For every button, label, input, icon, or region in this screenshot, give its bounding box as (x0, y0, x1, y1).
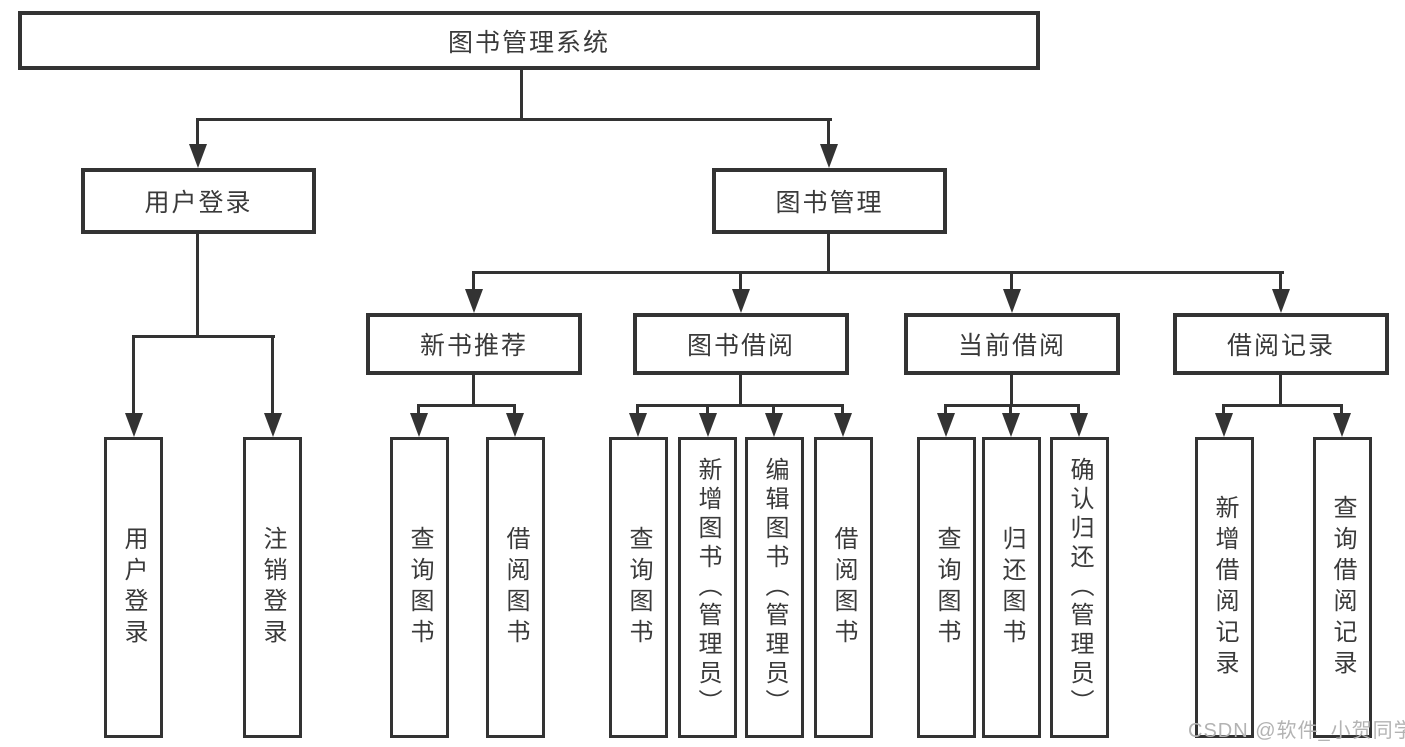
connector-line (271, 335, 274, 413)
arrow-down-icon (1215, 413, 1233, 437)
connector-line (132, 335, 275, 338)
leaf-query-borrow-record: 查询借阅记录 (1313, 437, 1372, 738)
connector-line (1279, 375, 1282, 407)
leaf-logout: 注销登录 (243, 437, 302, 738)
watermark: CSDN @软件_小贺同学 (1188, 720, 1405, 742)
connector-line (1077, 404, 1080, 413)
connector-line (513, 404, 516, 413)
connector-line (417, 404, 420, 413)
leaf-confirm-return-admin: 确认归还（管理员） (1050, 437, 1109, 738)
arrow-down-icon (410, 413, 428, 437)
leaf-query-books-borrow: 查询图书 (609, 437, 668, 738)
connector-line (772, 404, 775, 413)
arrow-down-icon (1003, 289, 1021, 313)
connector-line (1009, 404, 1012, 413)
node-current-borrow: 当前借阅 (904, 313, 1120, 375)
connector-line (636, 404, 844, 407)
connector-line (417, 404, 516, 407)
connector-line (944, 404, 1080, 407)
connector-line (739, 375, 742, 407)
connector-line (706, 404, 709, 413)
connector-line (196, 118, 832, 121)
connector-line (944, 404, 947, 413)
node-book-borrow: 图书借阅 (633, 313, 849, 375)
leaf-borrow-books-borrow: 借阅图书 (814, 437, 873, 738)
arrow-down-icon (506, 413, 524, 437)
node-user-login: 用户登录 (81, 168, 316, 234)
leaf-edit-book-admin: 编辑图书（管理员） (745, 437, 804, 738)
arrow-down-icon (820, 144, 838, 168)
node-book-management: 图书管理 (712, 168, 947, 234)
node-root: 图书管理系统 (18, 11, 1040, 70)
leaf-return-book: 归还图书 (982, 437, 1041, 738)
arrow-down-icon (465, 289, 483, 313)
node-new-book-recommend: 新书推荐 (366, 313, 582, 375)
connector-line (1222, 404, 1343, 407)
connector-line (520, 69, 523, 121)
arrow-down-icon (1002, 413, 1020, 437)
connector-line (827, 234, 830, 274)
arrow-down-icon (937, 413, 955, 437)
leaf-user-login: 用户登录 (104, 437, 163, 738)
leaf-query-books-current: 查询图书 (917, 437, 976, 738)
connector-line (472, 271, 1284, 274)
arrow-down-icon (1272, 289, 1290, 313)
connector-line (196, 234, 199, 338)
arrow-down-icon (189, 144, 207, 168)
leaf-add-book-admin: 新增图书（管理员） (678, 437, 737, 738)
arrow-down-icon (699, 413, 717, 437)
arrow-down-icon (1070, 413, 1088, 437)
connector-line (636, 404, 639, 413)
connector-line (472, 375, 475, 407)
arrow-down-icon (834, 413, 852, 437)
connector-line (1340, 404, 1343, 413)
leaf-add-borrow-record: 新增借阅记录 (1195, 437, 1254, 738)
arrow-down-icon (629, 413, 647, 437)
connector-line (827, 118, 830, 144)
connector-line (1010, 375, 1013, 407)
leaf-borrow-books-recommend: 借阅图书 (486, 437, 545, 738)
connector-line (841, 404, 844, 413)
leaf-query-books-recommend: 查询图书 (390, 437, 449, 738)
connector-line (739, 271, 742, 289)
connector-line (132, 335, 135, 413)
arrow-down-icon (1333, 413, 1351, 437)
arrow-down-icon (765, 413, 783, 437)
connector-line (1010, 271, 1013, 289)
node-borrow-records: 借阅记录 (1173, 313, 1389, 375)
connector-line (196, 118, 199, 144)
connector-line (472, 271, 475, 289)
arrow-down-icon (264, 413, 282, 437)
connector-line (1279, 271, 1282, 289)
arrow-down-icon (125, 413, 143, 437)
connector-line (1222, 404, 1225, 413)
arrow-down-icon (732, 289, 750, 313)
